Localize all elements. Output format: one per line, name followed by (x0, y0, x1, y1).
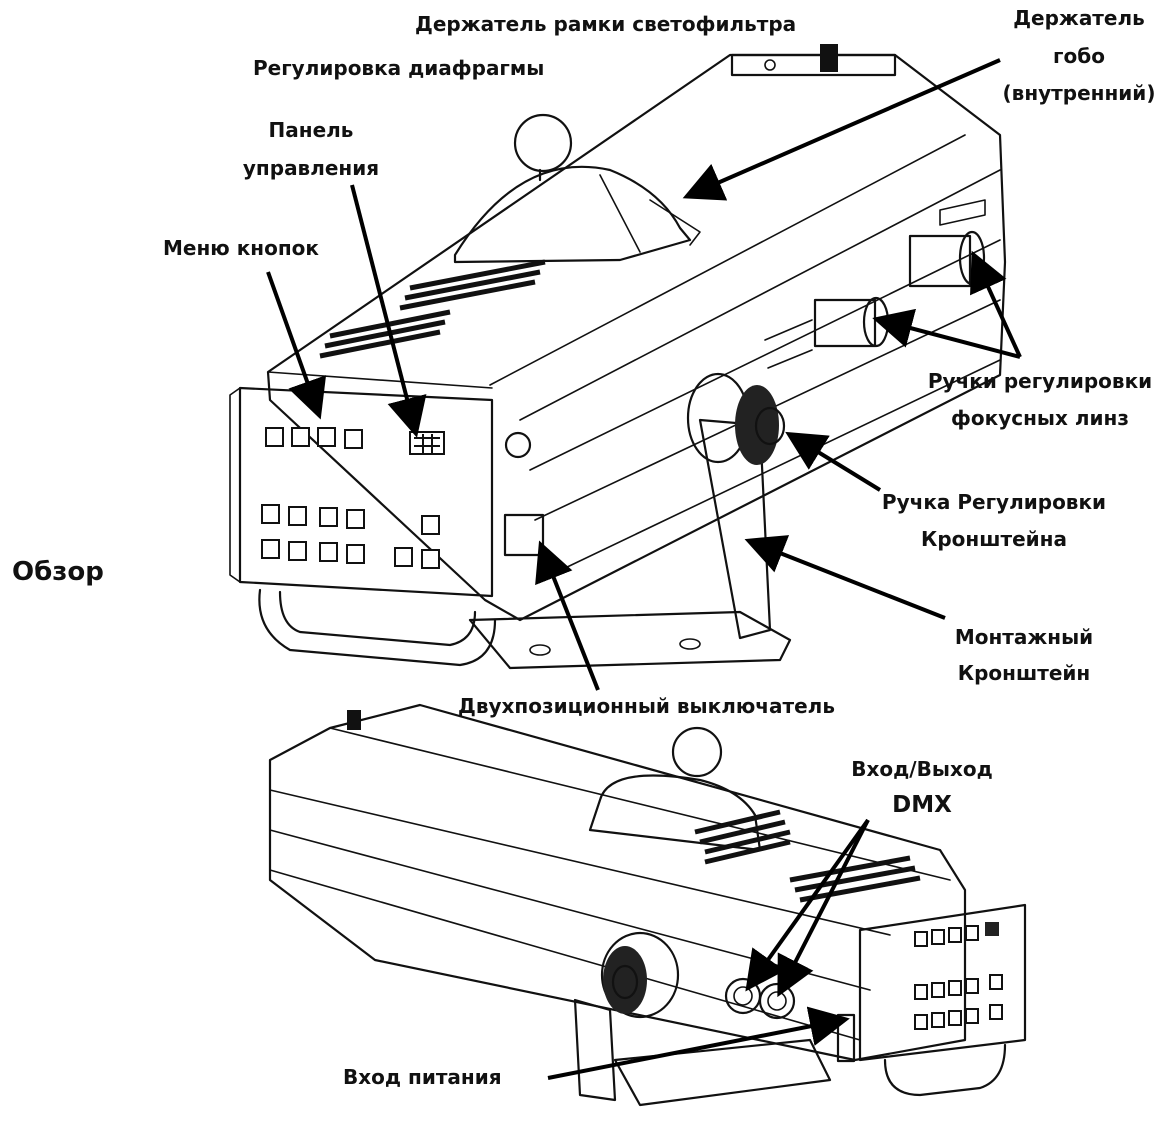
callout-arrows (266, 58, 1022, 1080)
button-menu-top-row (265, 427, 363, 449)
focus-knob-icon (764, 199, 986, 369)
label-iris-adjust: Регулировка диафрагмы (253, 56, 544, 80)
callout-labels: Держатель рамки светофильтра Держатель г… (12, 6, 1155, 1089)
top-vents (319, 259, 546, 359)
label-dmx-1: Вход/Выход (851, 757, 992, 781)
iris-knob-icon (513, 113, 573, 173)
button-menu-grid (261, 504, 440, 569)
label-control-panel-2: управления (243, 156, 379, 180)
label-bracket-knob-2: Кронштейна (921, 527, 1067, 551)
label-focus-knobs-2: фокусных линз (951, 406, 1129, 430)
label-power-input: Вход питания (343, 1065, 502, 1089)
label-two-position-switch: Двухпозиционный выключатель (458, 694, 835, 718)
label-bracket-knob-1: Ручка Регулировки (882, 490, 1106, 514)
label-control-panel-1: Панель (269, 118, 354, 142)
label-gobo-holder-2: гобо (1053, 44, 1105, 68)
label-gel-frame-holder: Держатель рамки светофильтра (415, 12, 796, 36)
label-gobo-holder-3: (внутренний) (1003, 81, 1156, 105)
label-focus-knobs-1: Ручки регулировки (928, 369, 1152, 393)
label-mount-bracket-2: Кронштейн (958, 661, 1090, 685)
display-icon (409, 431, 445, 455)
label-gobo-holder-1: Держатель (1013, 6, 1145, 30)
bottom-fixture (268, 703, 1027, 1107)
label-mount-bracket-1: Монтажный (955, 625, 1093, 649)
label-button-menu: Меню кнопок (163, 236, 319, 260)
control-panel-face (238, 386, 494, 598)
bracket-knob-icon (686, 372, 786, 465)
label-overview: Обзор (12, 557, 104, 587)
label-dmx-2: DMX (892, 792, 952, 818)
